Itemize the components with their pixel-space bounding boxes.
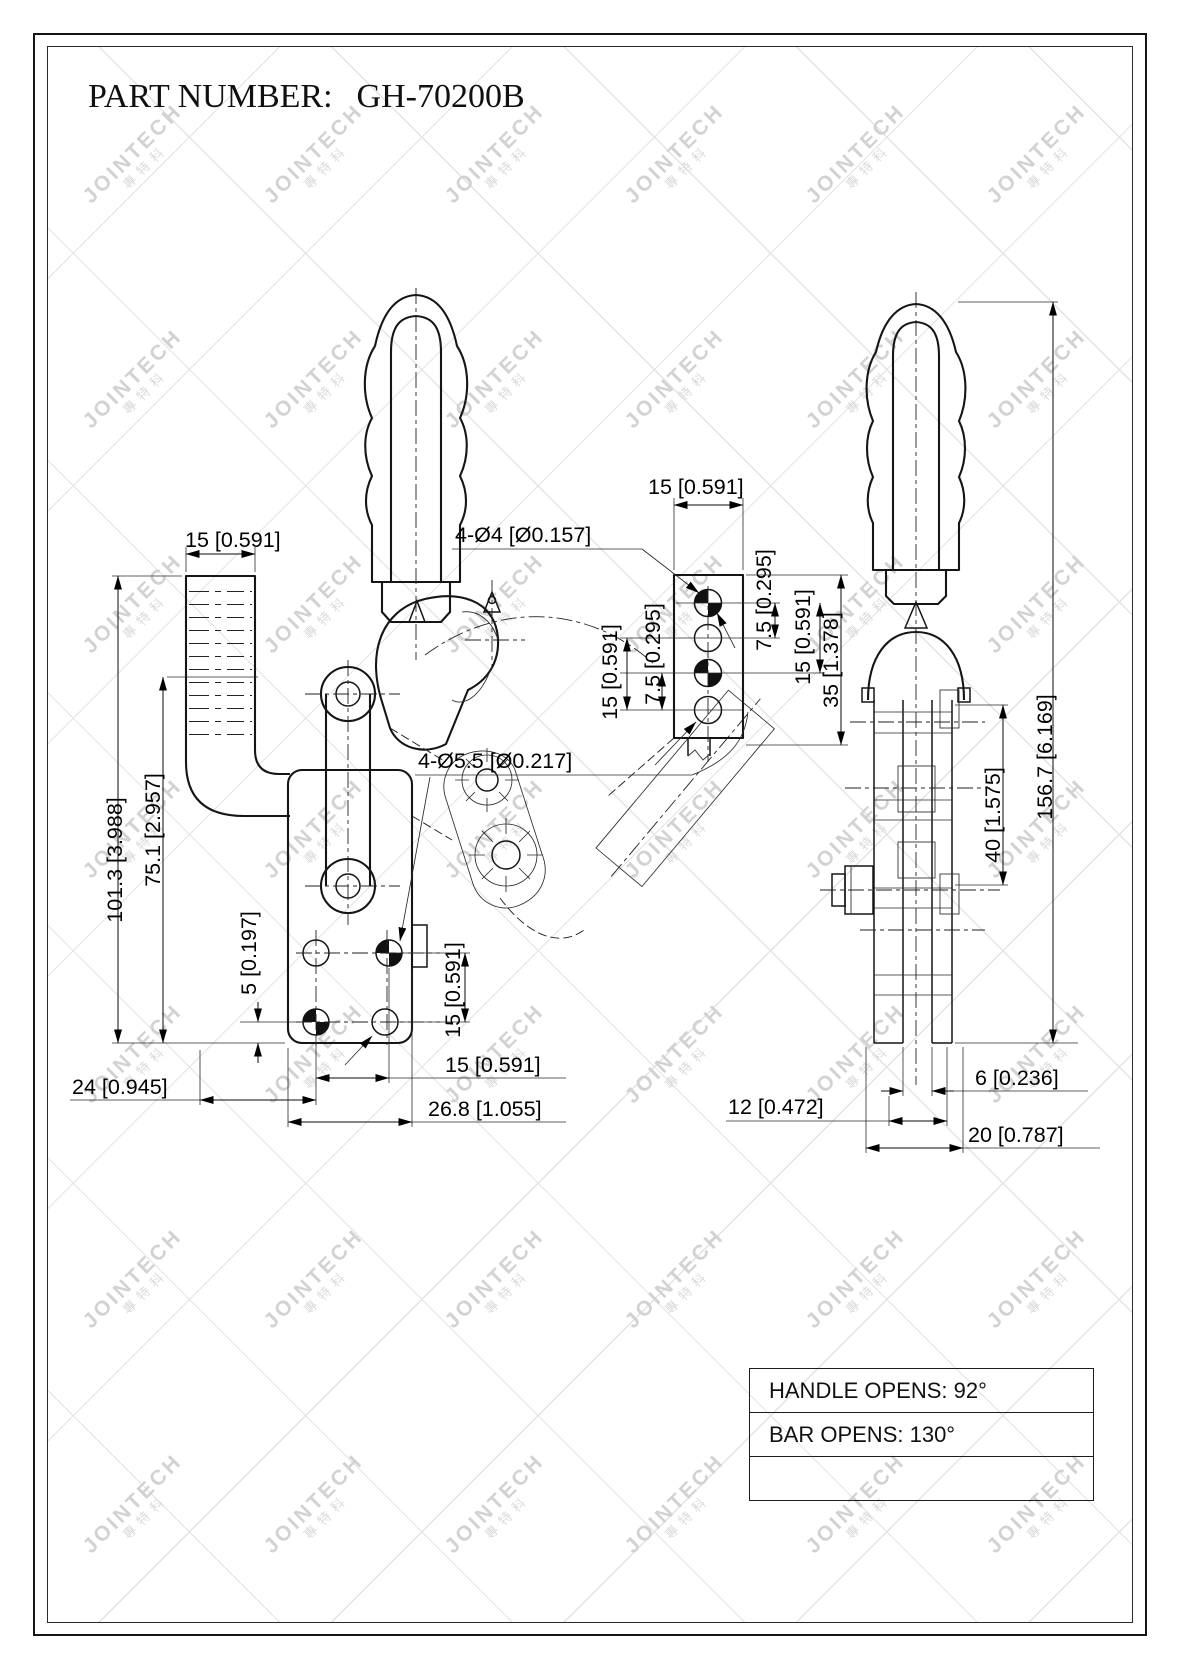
part-number-value: GH-70200B: [356, 78, 525, 115]
dimensions-front: 15 [0.591] 101.3 [3.988] 75.1 [2.957] 5 …: [70, 528, 749, 1127]
side-view: [820, 292, 1000, 1085]
cam-hook: [375, 580, 525, 751]
dimensions-detail: 15 [0.591] 4-Ø4 [Ø0.157] 15 [0.591] 7.5 …: [452, 475, 848, 766]
dim-hole-spacing-v-label: 15 [0.591]: [441, 942, 465, 1038]
handle-front: [363, 288, 469, 660]
u-bar-serrations: [189, 583, 252, 735]
dim-hole-pitch-right-label: 7.5 [0.295]: [752, 549, 776, 651]
dim-base-width-label: 26.8 [1.055]: [428, 1097, 542, 1121]
spec-table: HANDLE OPENS: 92° BAR OPENS: 130°: [749, 1368, 1094, 1501]
dim-bar-width-label: 15 [0.591]: [185, 528, 281, 552]
spec-row-empty: [750, 1457, 1093, 1500]
dim-pivot-height-label: 75.1 [2.957]: [141, 773, 165, 887]
dim-side-total-height-label: 156.7 [6.169]: [1033, 694, 1057, 820]
page-title: PART NUMBER: GH-70200B: [88, 78, 525, 116]
u-bar-foot-inner: [253, 742, 290, 776]
dim-hole-spacing-h-label: 15 [0.591]: [445, 1053, 541, 1077]
toggle-link: [305, 660, 400, 925]
dim-overall-width-label: 20 [0.787]: [968, 1123, 1064, 1147]
dim-slot-width-label: 6 [0.236]: [975, 1066, 1059, 1090]
dim-hole-spacing-right-label: 15 [0.591]: [791, 589, 815, 685]
dim-detail-width-label: 15 [0.591]: [648, 475, 744, 499]
label-mounting-holes: 4-Ø5.5 [Ø0.217]: [418, 749, 572, 773]
dim-bar-length-label: 35 [1.378]: [819, 612, 843, 708]
handle-pin: [407, 598, 427, 623]
dim-body-height-label: 40 [1.575]: [981, 767, 1005, 863]
dim-plate-span-label: 12 [0.472]: [728, 1095, 824, 1119]
dim-total-height-label: 101.3 [3.988]: [103, 797, 127, 923]
dim-hole-spacing-left-label: 15 [0.591]: [598, 624, 622, 720]
handle-shaft-side: [884, 568, 948, 606]
dimensions-side: 156.7 [6.169] 40 [1.575] 6 [0.236] 12 [0…: [726, 301, 1100, 1153]
dim-base-edge-label: 5 [0.197]: [237, 911, 261, 995]
pivot-ticks-1: [455, 748, 519, 812]
u-bar-outline: [184, 574, 257, 742]
dim-hole-offset-label: 24 [0.945]: [72, 1075, 168, 1099]
base-side-tab: [411, 924, 428, 968]
u-bar-foot-outer: [184, 742, 290, 818]
side-plates: [873, 700, 953, 1044]
base-plate: [286, 768, 414, 1045]
label-bar-holes: 4-Ø4 [Ø0.157]: [455, 523, 591, 547]
dim-hole-pitch-left-label: 7.5 [0.295]: [641, 603, 665, 705]
spec-row-handle-opens: HANDLE OPENS: 92°: [750, 1369, 1093, 1413]
handle-shaft: [380, 580, 452, 624]
spec-row-bar-opens: BAR OPENS: 130°: [750, 1413, 1093, 1457]
front-view-open-phantom: [389, 616, 775, 939]
pivot-ticks-2: [469, 818, 543, 892]
u-bar-open: [595, 689, 775, 888]
thread-sections: [897, 689, 960, 915]
bar-plate: [672, 573, 745, 740]
part-number-label: PART NUMBER:: [88, 78, 333, 115]
